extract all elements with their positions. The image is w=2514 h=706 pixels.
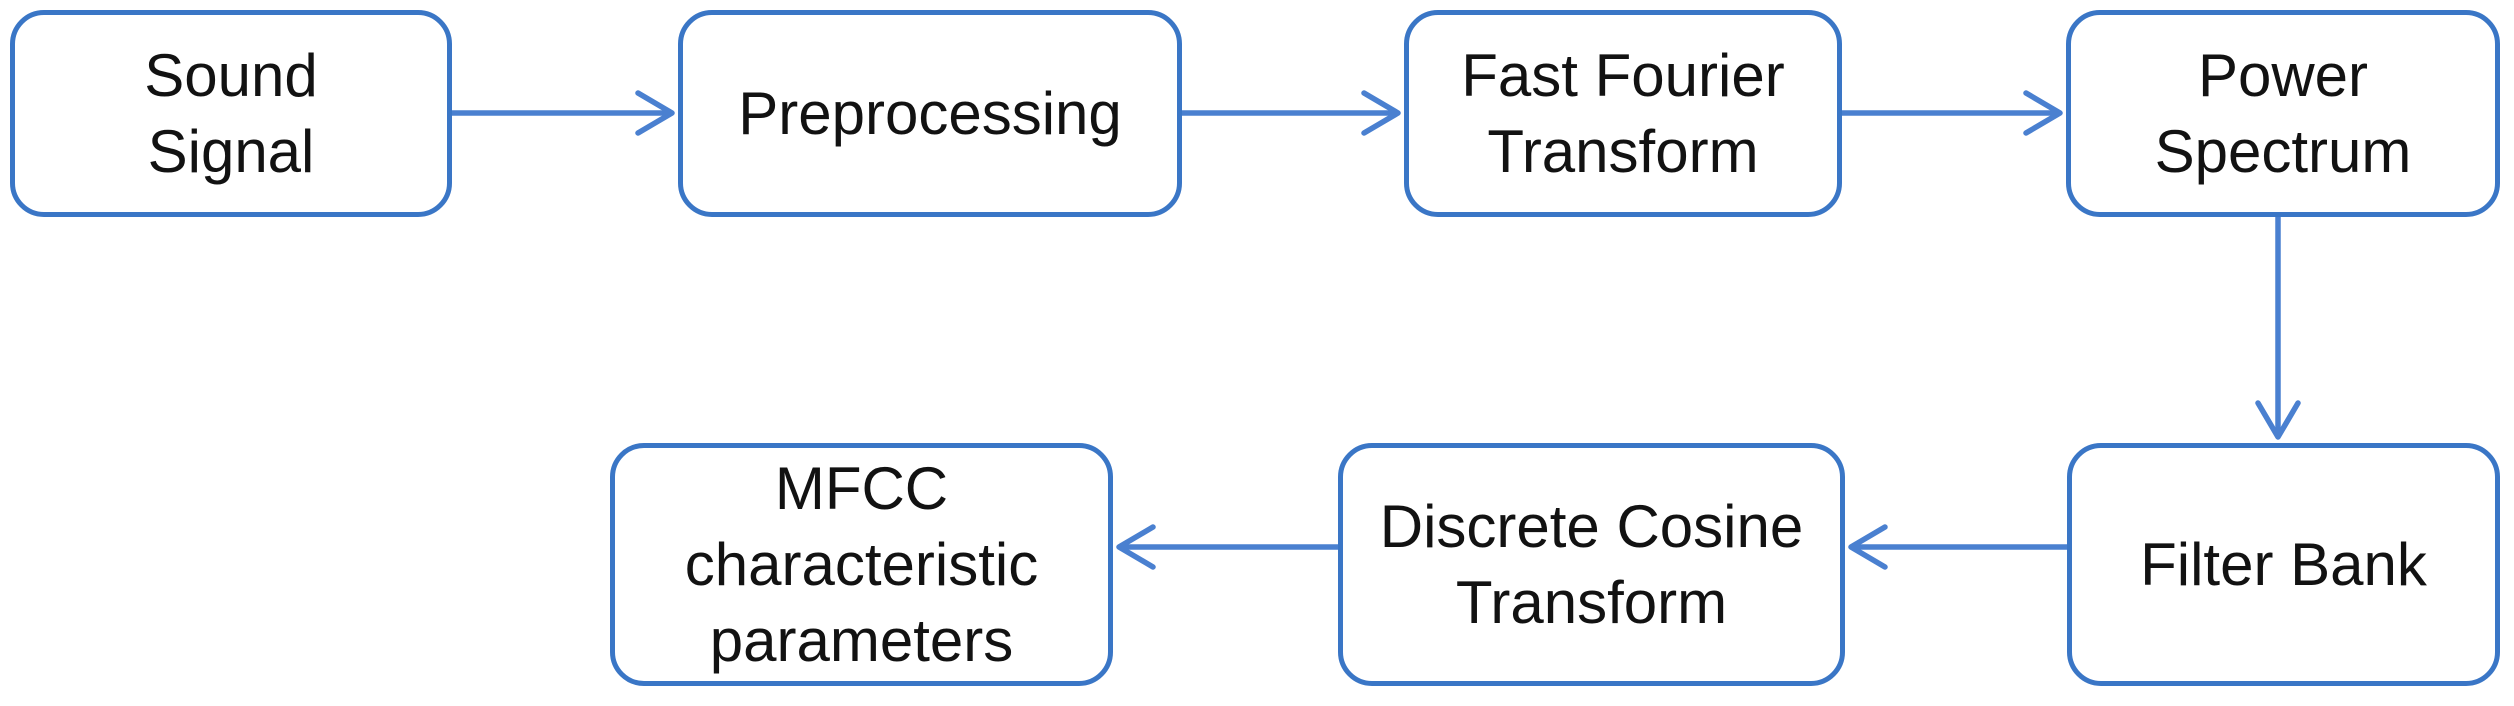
arrow-left-icon-dct-to-mfcc: [1116, 524, 1341, 570]
arrow-right-icon-sound-signal-to-preprocessing: [449, 90, 675, 136]
arrow-right-icon-fft-to-power-spectrum: [1839, 90, 2063, 136]
arrow-right-icon-preprocessing-to-fft: [1179, 90, 1401, 136]
node-filter-bank: Filter Bank: [2067, 443, 2500, 686]
node-preprocessing: Preprocessing: [678, 10, 1182, 217]
node-sound-signal: Sound Signal: [10, 10, 452, 217]
node-mfcc-characteristic-parameters: MFCC characteristic parameters: [610, 443, 1113, 686]
node-fast-fourier-transform: Fast Fourier Transform: [1404, 10, 1842, 217]
node-power-spectrum: Power Spectrum: [2066, 10, 2500, 217]
node-discrete-cosine-transform: Discrete Cosine Transform: [1338, 443, 1845, 686]
arrow-down-icon-power-spectrum-to-filter-bank: [2255, 214, 2301, 440]
arrow-left-icon-filter-bank-to-dct: [1848, 524, 2070, 570]
